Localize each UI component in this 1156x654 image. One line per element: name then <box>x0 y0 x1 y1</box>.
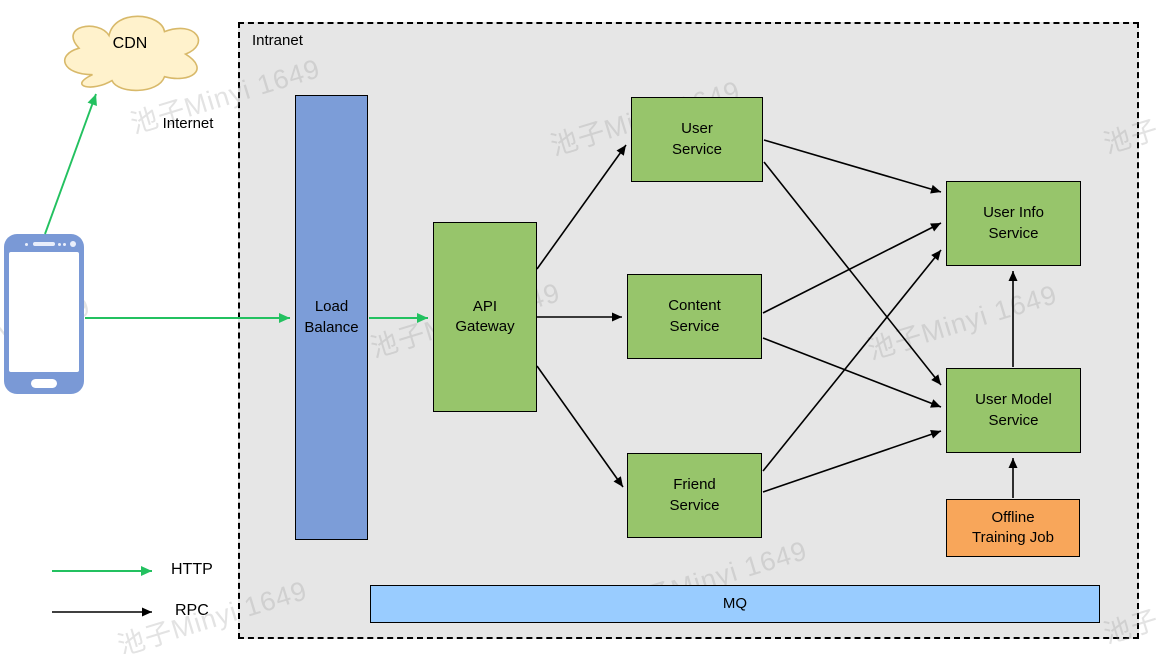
phone-screen <box>9 252 79 372</box>
user-info-service-node[interactable]: User Info Service <box>946 181 1081 266</box>
legend-rpc-label: RPC <box>175 602 209 619</box>
content-service-label: Content Service <box>668 297 721 335</box>
cdn-cloud-shape[interactable] <box>55 8 211 95</box>
phone-speaker <box>33 242 55 246</box>
user-model-service-node[interactable]: User Model Service <box>946 368 1081 453</box>
phone-sensor-dot <box>58 243 61 246</box>
offline-training-job-node[interactable]: Offline Training Job <box>946 499 1080 557</box>
edge-device-to-cdn <box>44 93 97 235</box>
phone-sensor-dot <box>25 243 28 246</box>
mq-node[interactable]: MQ <box>370 585 1100 623</box>
api-gateway-node[interactable]: API Gateway <box>433 222 537 412</box>
load-balance-node[interactable]: Load Balance <box>295 95 368 540</box>
phone-camera-dot <box>70 241 76 247</box>
load-balance-label: Load Balance <box>304 298 359 336</box>
friend-service-node[interactable]: Friend Service <box>627 453 762 538</box>
friend-service-label: Friend Service <box>669 476 720 514</box>
user-service-label: User Service <box>671 120 723 158</box>
mobile-device[interactable] <box>4 234 84 394</box>
user-model-service-label: User Model Service <box>975 391 1052 429</box>
cdn-label: CDN <box>112 35 148 52</box>
user-info-service-label: User Info Service <box>983 204 1044 242</box>
phone-sensor-dot <box>63 243 66 246</box>
content-service-node[interactable]: Content Service <box>627 274 762 359</box>
intranet-label: Intranet <box>252 32 303 49</box>
offline-training-job-label: Offline Training Job <box>972 508 1054 546</box>
api-gateway-label: API Gateway <box>455 297 515 335</box>
mq-label: MQ <box>722 594 748 612</box>
legend-http-label: HTTP <box>171 561 213 578</box>
user-service-node[interactable]: User Service <box>631 97 763 182</box>
internet-label: Internet <box>162 115 214 132</box>
phone-home-button <box>31 379 57 388</box>
